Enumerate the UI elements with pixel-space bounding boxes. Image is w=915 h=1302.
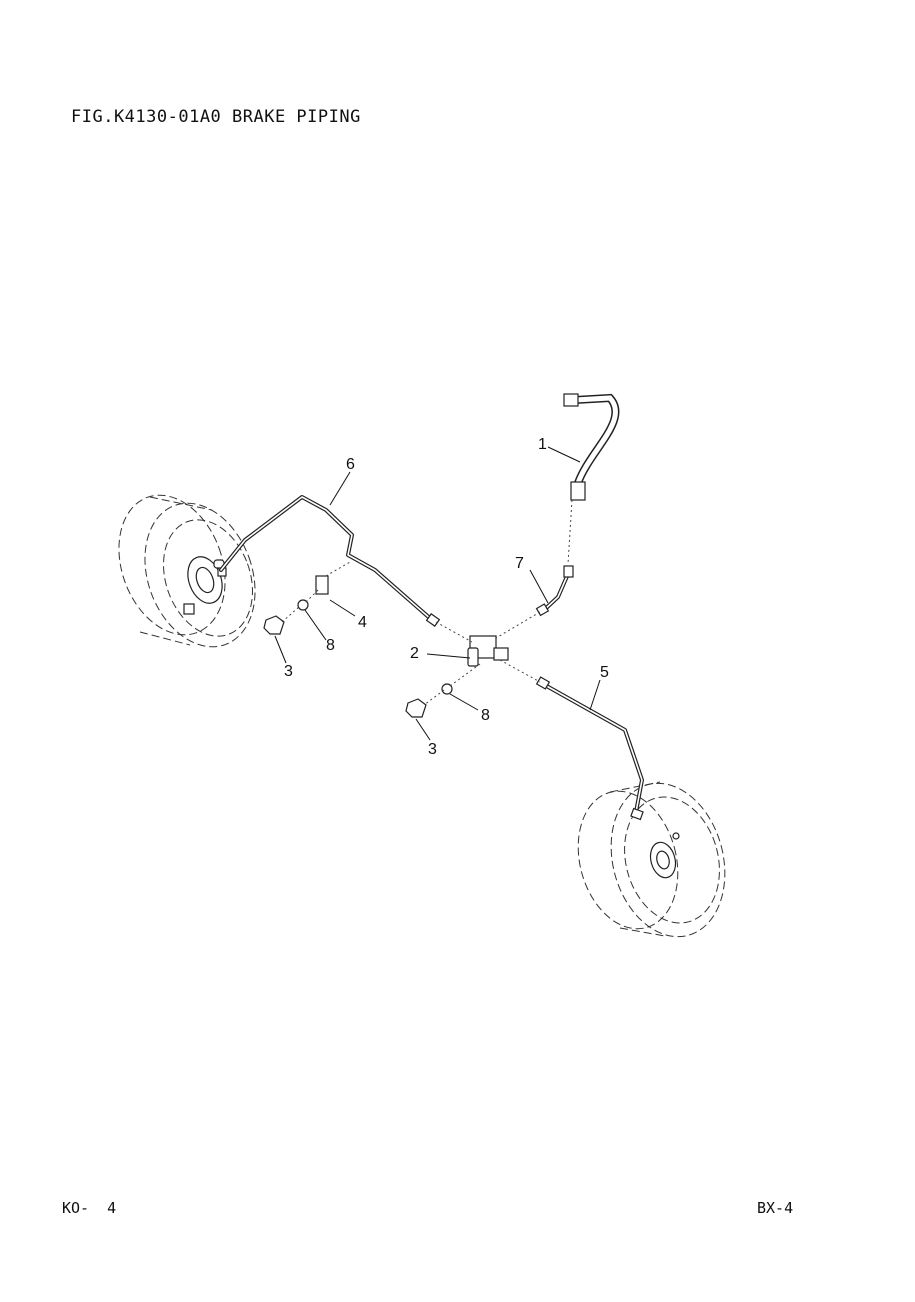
brake-pipe-7	[535, 565, 574, 617]
callout-7: 7	[515, 555, 524, 572]
right-wheel-icon	[577, 781, 726, 938]
bracket-4	[315, 575, 329, 595]
footer-left: KO- 4	[62, 1199, 116, 1217]
bolt-3b	[405, 698, 427, 718]
left-wheel-icon	[118, 494, 256, 648]
callout-3a: 3	[284, 663, 293, 680]
page-number: 4	[107, 1199, 117, 1217]
brake-hose-1	[563, 393, 620, 501]
three-way-joint-2	[467, 635, 509, 667]
figure-title: FIG.K4130-01A0 BRAKE PIPING	[71, 107, 361, 127]
callout-4: 4	[358, 614, 367, 631]
footer-right-code: BX-4	[757, 1199, 794, 1217]
brake-pipe-5	[535, 676, 644, 821]
callout-6: 6	[346, 456, 355, 473]
washer-8b	[441, 683, 453, 695]
callout-3b: 3	[428, 741, 437, 758]
callout-5: 5	[600, 664, 609, 681]
callout-2: 2	[410, 645, 419, 662]
washer-8a	[297, 599, 309, 611]
brake-pipe-6	[219, 495, 441, 627]
callout-8a: 8	[326, 637, 335, 654]
callout-1: 1	[538, 436, 547, 453]
bolt-3a	[263, 615, 285, 635]
callout-8b: 8	[481, 707, 490, 724]
footer-left-code: KO-	[62, 1199, 90, 1217]
